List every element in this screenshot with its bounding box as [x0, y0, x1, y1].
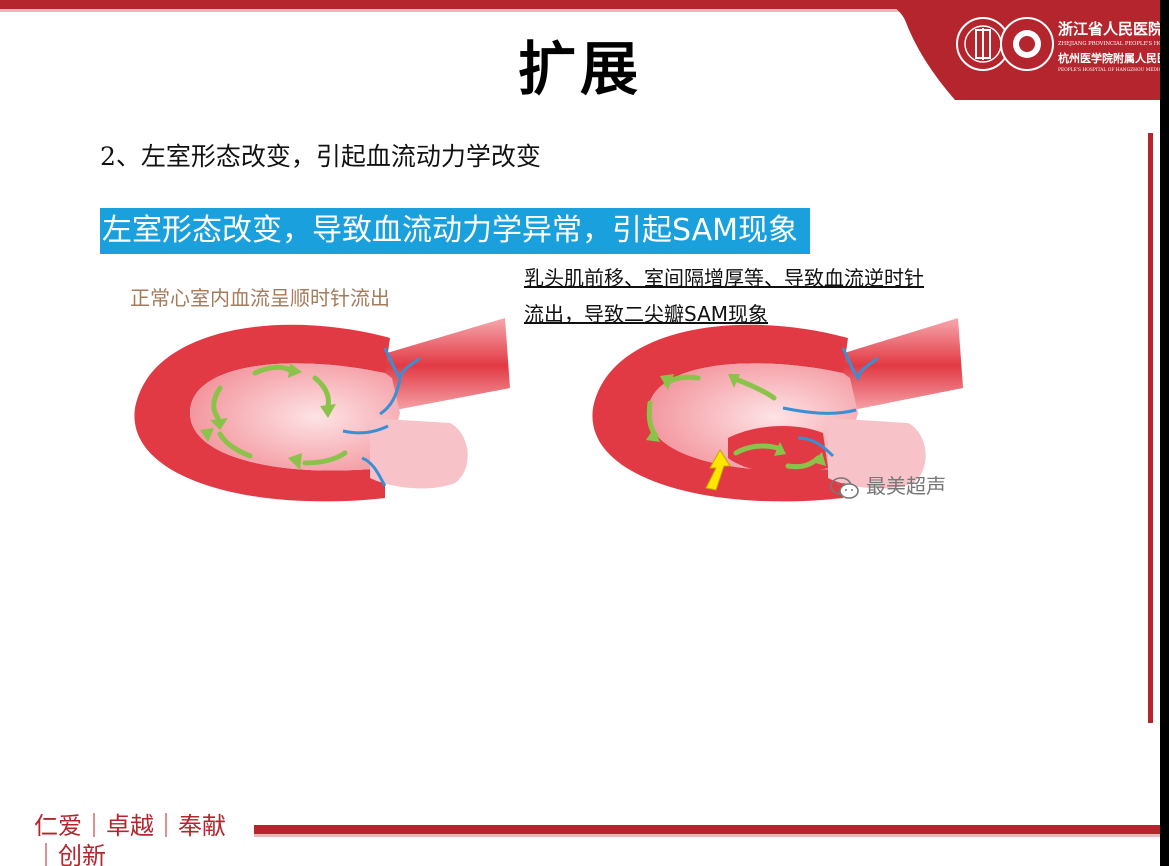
watermark: 最美超声: [830, 470, 946, 499]
svg-text:PEOPLE'S HOSPITAL OF HANGZHOU: PEOPLE'S HOSPITAL OF HANGZHOU MEDICAL CO…: [1058, 68, 1160, 73]
top-bar: [0, 0, 1160, 9]
hospital-logo: 浙江省人民医院 ZHEJIANG PROVINCIAL PEOPLE'S HOS…: [880, 0, 1160, 100]
top-bar-accent: [0, 9, 1160, 12]
heart-diagram-sam: [592, 318, 963, 502]
svg-text:ZHEJIANG PROVINCIAL PEOPLE'S H: ZHEJIANG PROVINCIAL PEOPLE'S HOSPITAL: [1058, 41, 1160, 47]
slide-title: 扩展: [517, 35, 642, 103]
figure-banner: 左室形态改变，导致血流动力学异常，引起SAM现象: [100, 208, 810, 254]
right-edge: [1160, 0, 1169, 866]
svg-text:浙江省人民医院: 浙江省人民医院: [1058, 20, 1160, 38]
caption-sam-line2: 流出，导致二尖瓣SAM现象: [524, 302, 769, 326]
bullet-point: 2、左室形态改变，引起血流动力学改变: [100, 142, 541, 171]
caption-normal-flow: 正常心室内血流呈顺时针流出: [130, 286, 390, 310]
svg-text:杭州医学院附属人民医院: 杭州医学院附属人民医院: [1058, 51, 1160, 65]
footer-bar: [254, 825, 1160, 834]
footer-bar-accent: [254, 834, 1160, 837]
caption-sam-flow: 乳头肌前移、室间隔增厚等、导致血流逆时针 流出，导致二尖瓣SAM现象: [524, 260, 924, 332]
wechat-icon: [830, 476, 859, 499]
figure: 左室形态改变，导致血流动力学异常，引起SAM现象 正常心室内血流呈顺时针流出 乳…: [100, 208, 1000, 518]
right-rule: [1148, 133, 1153, 723]
watermark-text: 最美超声: [866, 474, 946, 498]
caption-sam-line1: 乳头肌前移、室间隔增厚等、导致血流逆时针: [524, 266, 924, 290]
heart-diagram-normal: [134, 318, 510, 502]
footer-motto: 仁爱｜卓越｜奉献｜创新: [34, 812, 226, 866]
